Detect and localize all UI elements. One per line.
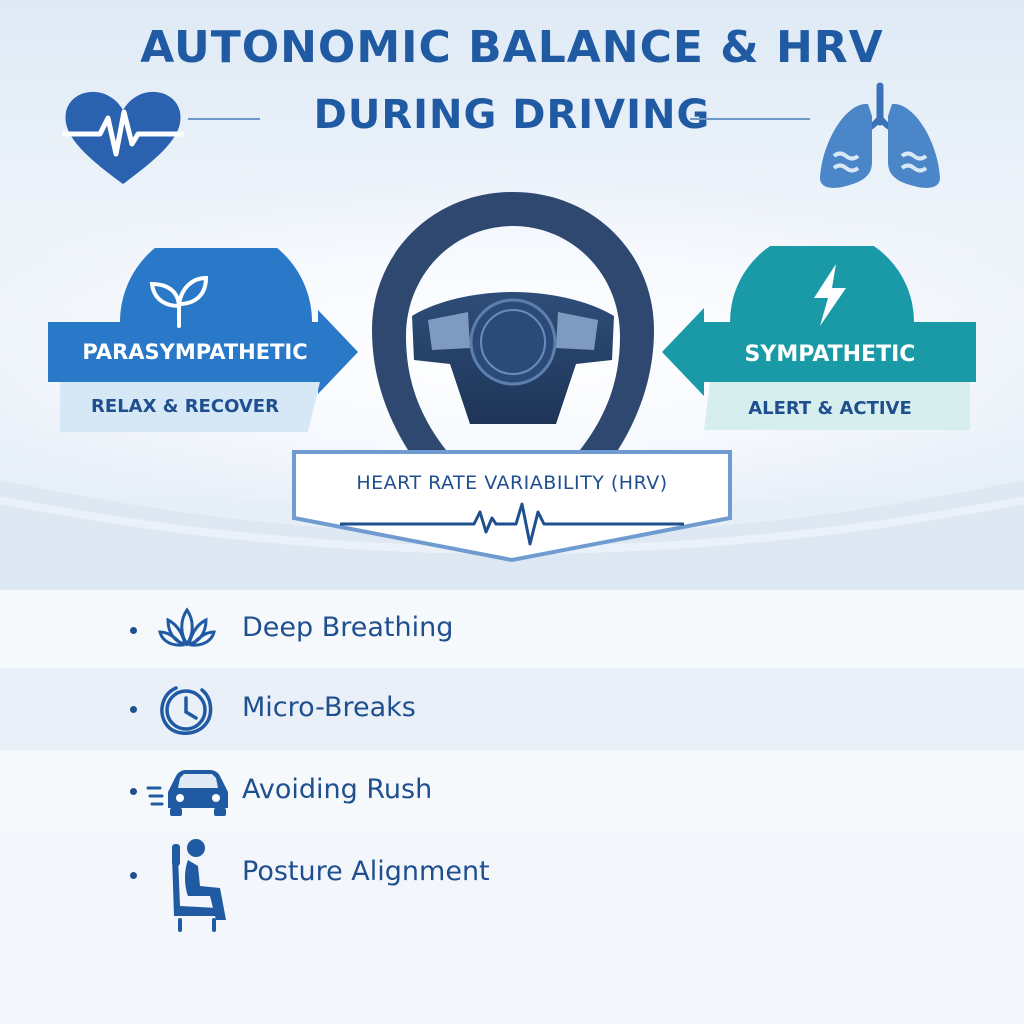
list-item: Micro-Breaks xyxy=(0,668,1024,750)
strategy-label: Posture Alignment xyxy=(242,856,490,887)
car-icon xyxy=(146,770,228,816)
seated-person-icon xyxy=(172,839,226,932)
leaf-sprout-icon xyxy=(149,276,209,328)
title-divider-right xyxy=(690,118,810,120)
bullet xyxy=(130,872,137,879)
title-line-1: AUTONOMIC BALANCE & HRV xyxy=(140,22,884,73)
list-item: Deep Breathing xyxy=(0,590,1024,672)
strategy-label: Deep Breathing xyxy=(242,612,454,643)
lotus-icon xyxy=(158,607,216,647)
steering-wheel-icon xyxy=(372,192,654,450)
list-item: Posture Alignment xyxy=(0,832,1024,942)
list-item: Avoiding Rush xyxy=(0,750,1024,832)
sympathetic-label: SYMPATHETIC xyxy=(744,342,916,367)
parasympathetic-label: PARASYMPATHETIC xyxy=(82,340,308,364)
lungs-icon xyxy=(820,82,940,188)
bullet xyxy=(130,706,137,713)
bullet xyxy=(130,627,137,634)
lightning-bolt-icon xyxy=(814,264,846,326)
clock-icon xyxy=(160,686,213,735)
strategy-label: Micro-Breaks xyxy=(242,692,416,723)
title-line-2: DURING DRIVING xyxy=(313,92,711,138)
title-divider-left xyxy=(188,118,260,120)
strategy-label: Avoiding Rush xyxy=(242,774,433,805)
sympathetic-panel xyxy=(662,246,976,430)
hrv-shield xyxy=(292,450,732,563)
hrv-label: HEART RATE VARIABILITY (HRV) xyxy=(356,472,668,494)
heart-ecg-icon xyxy=(62,91,184,184)
sympathetic-sublabel: ALERT & ACTIVE xyxy=(748,398,912,419)
bullet xyxy=(130,788,137,795)
parasympathetic-sublabel: RELAX & RECOVER xyxy=(91,396,279,417)
